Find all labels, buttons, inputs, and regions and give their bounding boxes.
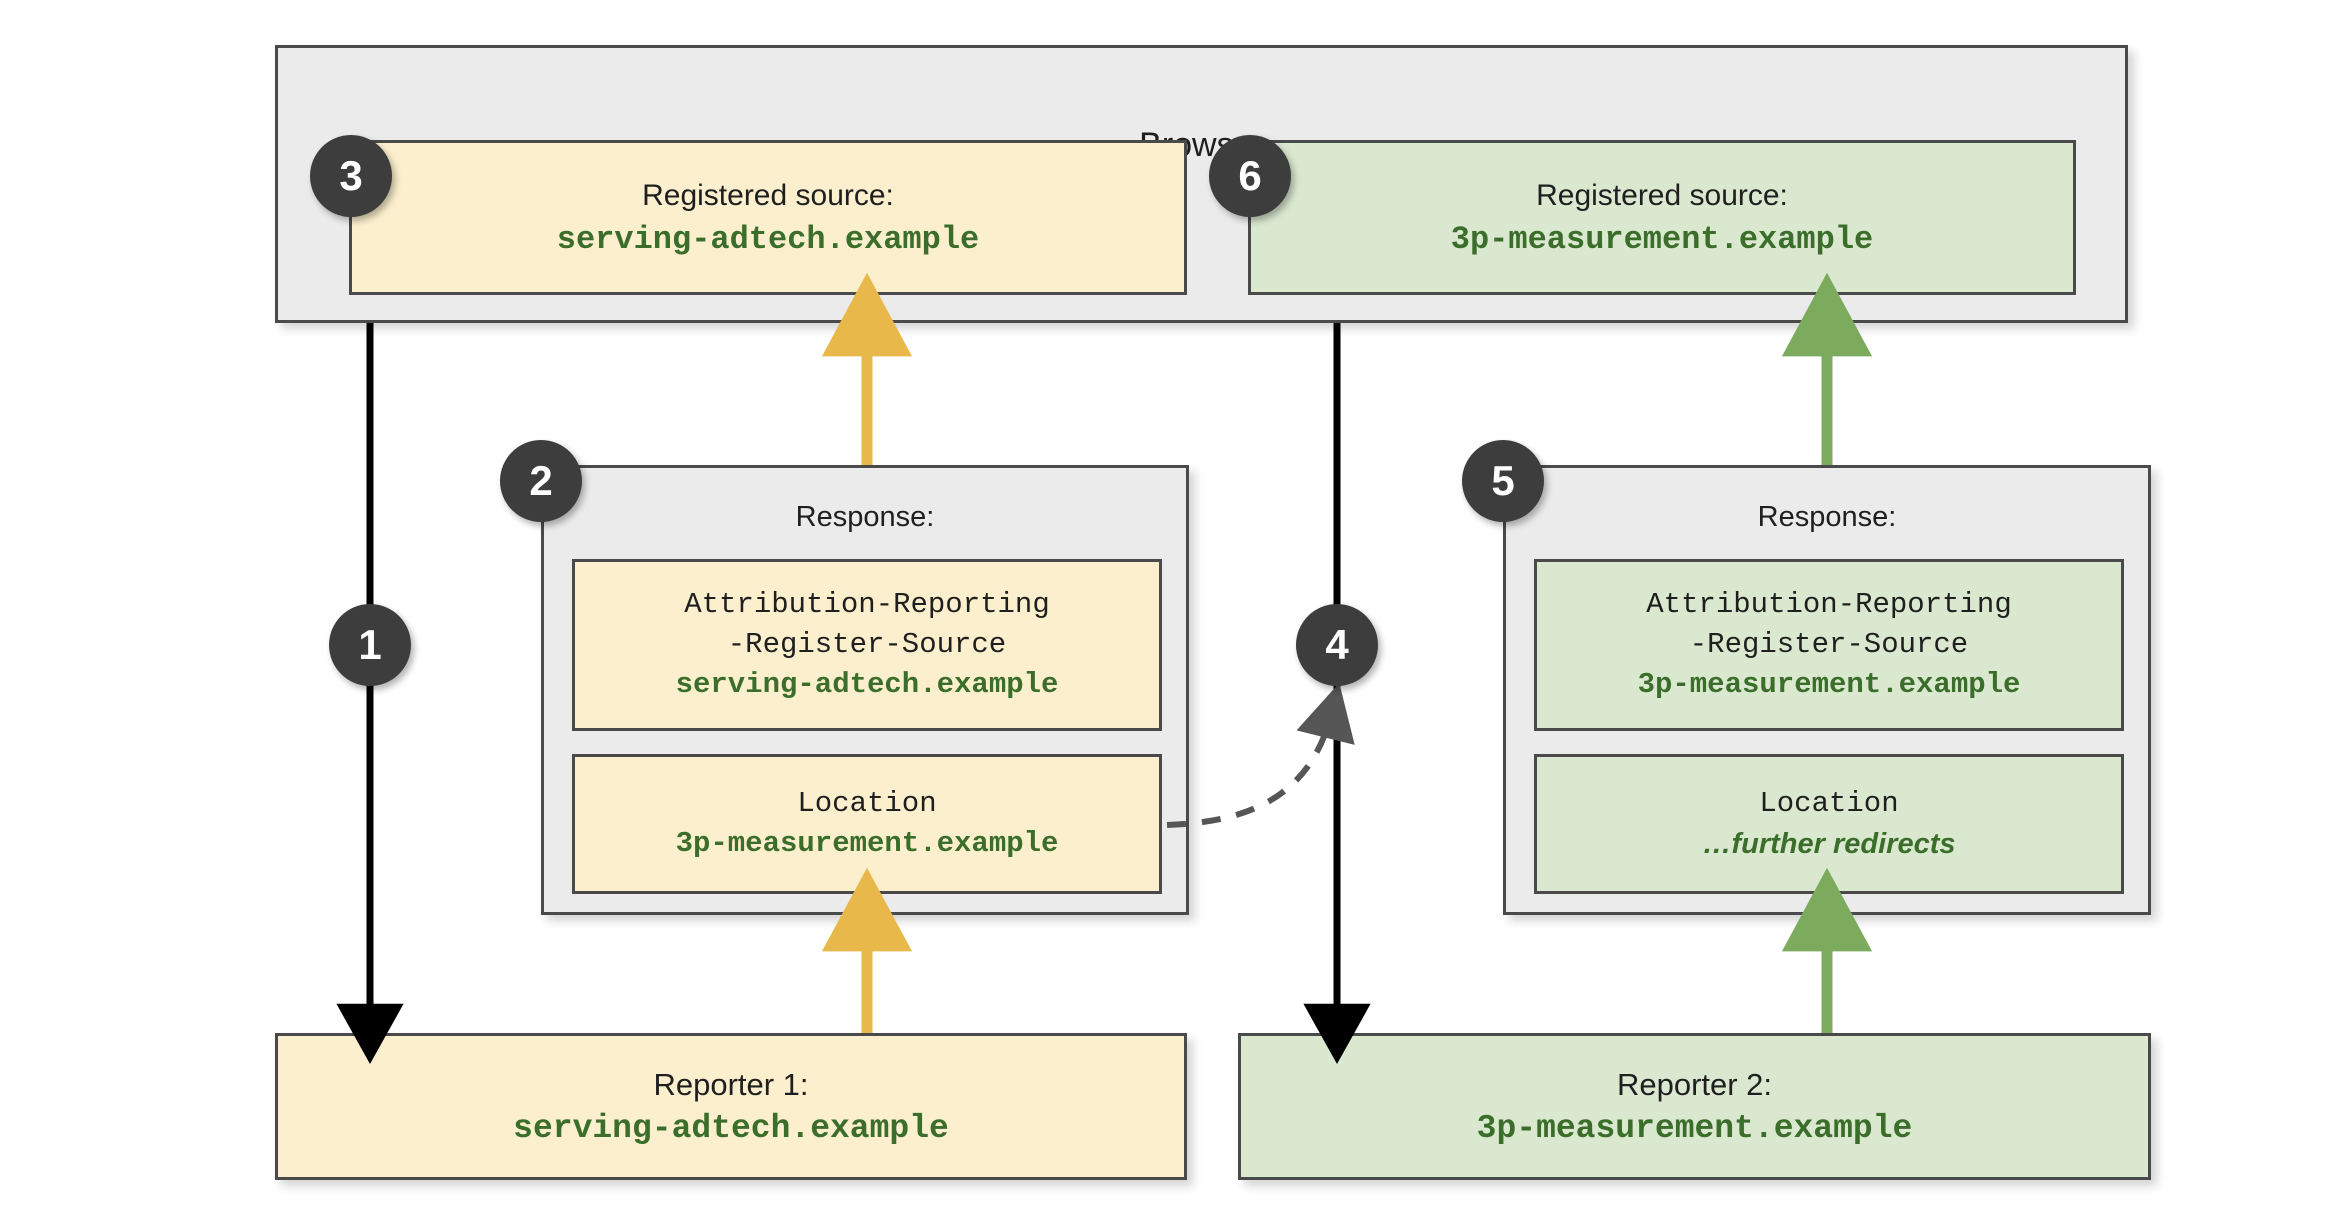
registered-source-value-1: serving-adtech.example <box>556 220 980 258</box>
response-header-location-1: Location 3p-measurement.example <box>572 754 1162 894</box>
reporter-2-box: Reporter 2: 3p-measurement.example <box>1238 1033 2151 1180</box>
location-name-2: Location <box>1759 787 1899 820</box>
response-header-register-source-2: Attribution-Reporting -Register-Source 3… <box>1534 559 2124 731</box>
step-badge-4: 4 <box>1296 604 1378 686</box>
response-title-1: Response: <box>795 501 935 533</box>
header-name-line1-2: Attribution-Reporting <box>1646 588 2012 621</box>
header-name-line1-1: Attribution-Reporting <box>684 588 1050 621</box>
step-badge-1-label: 1 <box>358 621 382 668</box>
reporter-1-label: Reporter 1: <box>653 1066 809 1102</box>
reporter-2-label: Reporter 2: <box>1616 1066 1773 1102</box>
step-badge-5-label: 5 <box>1491 457 1515 504</box>
header-value-1: serving-adtech.example <box>675 668 1059 701</box>
response-title-2: Response: <box>1757 501 1897 533</box>
step-badge-4-label: 4 <box>1325 621 1349 668</box>
header-name-line2-2: -Register-Source <box>1689 628 1969 661</box>
reporter-2-value: 3p-measurement.example <box>1476 1109 1913 1147</box>
arrow-redirect-dashed <box>1166 682 1355 828</box>
location-name-1: Location <box>797 787 937 820</box>
step-badge-2: 2 <box>500 440 582 522</box>
registered-source-label-1: Registered source: <box>642 178 894 212</box>
reporter-1-box: Reporter 1: serving-adtech.example <box>275 1033 1187 1180</box>
registered-source-box-3p-measurement: Registered source: 3p-measurement.exampl… <box>1248 140 2076 295</box>
step-badge-2-label: 2 <box>529 457 553 504</box>
header-value-2: 3p-measurement.example <box>1637 668 2021 701</box>
step-badge-6-label: 6 <box>1238 152 1262 199</box>
step-badge-6: 6 <box>1209 135 1291 217</box>
response-header-location-2: Location …further redirects <box>1534 754 2124 894</box>
location-value-1: 3p-measurement.example <box>675 827 1059 860</box>
header-name-line2-1: -Register-Source <box>727 628 1007 661</box>
step-badge-1: 1 <box>329 604 411 686</box>
response-header-register-source-1: Attribution-Reporting -Register-Source s… <box>572 559 1162 731</box>
step-badge-3-label: 3 <box>339 152 363 199</box>
registered-source-value-2: 3p-measurement.example <box>1450 220 1874 258</box>
reporter-1-value: serving-adtech.example <box>513 1109 949 1147</box>
step-badge-5: 5 <box>1462 440 1544 522</box>
registered-source-box-serving-adtech: Registered source: serving-adtech.exampl… <box>349 140 1187 295</box>
location-value-2: …further redirects <box>1702 828 1956 860</box>
step-badge-3: 3 <box>310 135 392 217</box>
registered-source-label-2: Registered source: <box>1536 178 1788 212</box>
